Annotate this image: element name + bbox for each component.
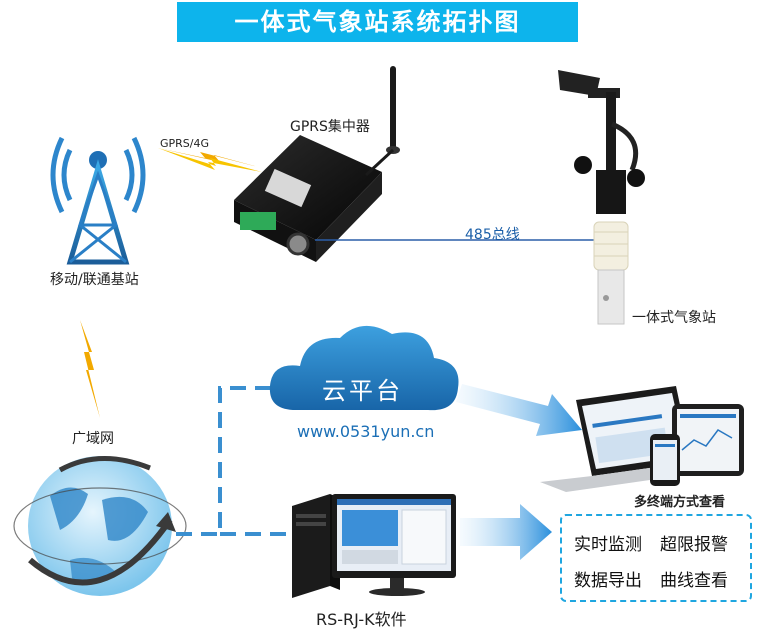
lightning-icon [80, 320, 100, 418]
lightning-icon [158, 148, 262, 172]
cloud-icon [269, 325, 459, 411]
page-title: 一体式气象站系统拓扑图 [177, 2, 578, 42]
label-cloud-url: www.0531yun.cn [297, 422, 435, 441]
router-icon [234, 135, 382, 262]
tablet-icon [672, 404, 744, 476]
feature-curve-view: 曲线查看 [660, 571, 728, 591]
label-gprs-4g: GPRS/4G [160, 137, 210, 150]
tower-icon [50, 136, 146, 265]
arrow-software-to-features [460, 504, 552, 560]
anemometer-icon [558, 70, 645, 325]
network-dashed-lines [176, 386, 310, 536]
label-base-station: 移动/联通基站 [50, 272, 139, 288]
label-multi-terminal: 多终端方式查看 [634, 495, 726, 510]
feature-realtime-monitoring: 实时监测 [574, 535, 642, 555]
feature-data-export: 数据导出 [574, 571, 642, 591]
phone-icon [650, 434, 680, 486]
globe-icon [13, 456, 187, 596]
label-bus-485: 485总线 [465, 227, 520, 243]
label-wan: 广域网 [72, 431, 114, 447]
features-box: 实时监测 超限报警 数据导出 曲线查看 [560, 514, 752, 602]
label-gprs-concentrator: GPRS集中器 [290, 119, 370, 135]
monitor-icon [332, 494, 456, 596]
arrow-cloud-to-devices [456, 384, 582, 436]
label-software: RS-RJ-K软件 [316, 610, 407, 629]
label-cloud-platform: 云平台 [322, 377, 403, 405]
label-weather-station: 一体式气象站 [632, 310, 716, 326]
antenna-icon [364, 66, 400, 177]
feature-limit-alarm: 超限报警 [660, 535, 728, 555]
